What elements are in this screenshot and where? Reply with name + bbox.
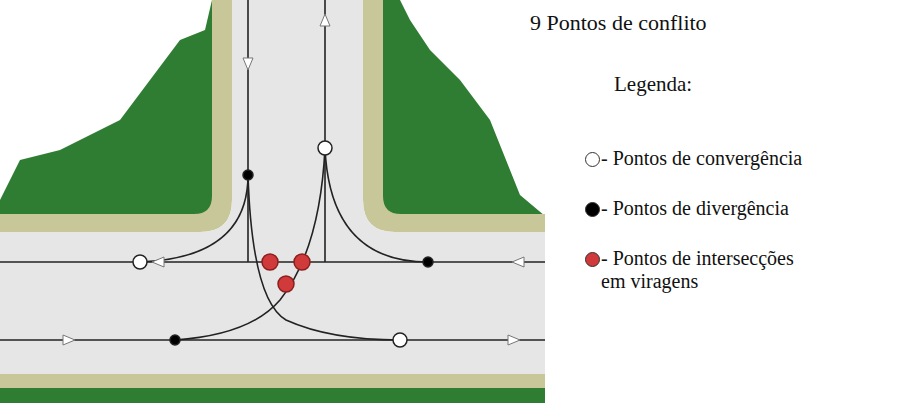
right-turn-path: [325, 148, 428, 262]
direction-arrow: [512, 257, 524, 267]
legend-swatch: [585, 152, 600, 167]
legend-text: - Pontos de divergência: [601, 197, 821, 220]
divergence-point: [243, 170, 253, 180]
curb: [0, 0, 232, 232]
crossing-point: [278, 276, 294, 292]
direction-arrow: [152, 257, 164, 267]
legend-swatch: [585, 202, 600, 217]
legend-row: - Pontos de convergência: [585, 147, 821, 170]
grass: [383, 0, 545, 216]
legend-row: - Pontos de divergência: [585, 197, 821, 220]
grass: [0, 388, 545, 403]
lane-south: [247, 0, 249, 262]
curb: [0, 374, 545, 388]
right-turn-path: [140, 175, 248, 262]
divergence-point: [423, 257, 433, 267]
convergence-point: [393, 333, 407, 347]
lane-east: [0, 339, 545, 341]
convergence-point: [318, 141, 332, 155]
legend-heading: Legenda:: [614, 72, 692, 97]
legend-text: - Pontos de intersecções em viragens: [601, 247, 821, 293]
legend-text: - Pontos de convergência: [601, 147, 821, 170]
direction-arrow: [320, 14, 330, 26]
legend-row: - Pontos de intersecções em viragens: [585, 247, 821, 293]
direction-arrow: [63, 335, 75, 345]
curb: [363, 0, 545, 232]
road: [0, 0, 545, 374]
legend-swatch: [585, 252, 600, 267]
convergence-point: [133, 255, 147, 269]
crossing-point: [294, 254, 310, 270]
direction-arrow: [508, 335, 520, 345]
crossing-point: [262, 254, 278, 270]
divergence-point: [170, 335, 180, 345]
grass: [0, 0, 212, 216]
left-turn-path: [175, 148, 325, 340]
lane-north: [324, 0, 326, 262]
diagram-title: 9 Pontos de conflito: [530, 10, 707, 36]
direction-arrow: [243, 58, 253, 70]
left-turn-path: [248, 175, 400, 340]
